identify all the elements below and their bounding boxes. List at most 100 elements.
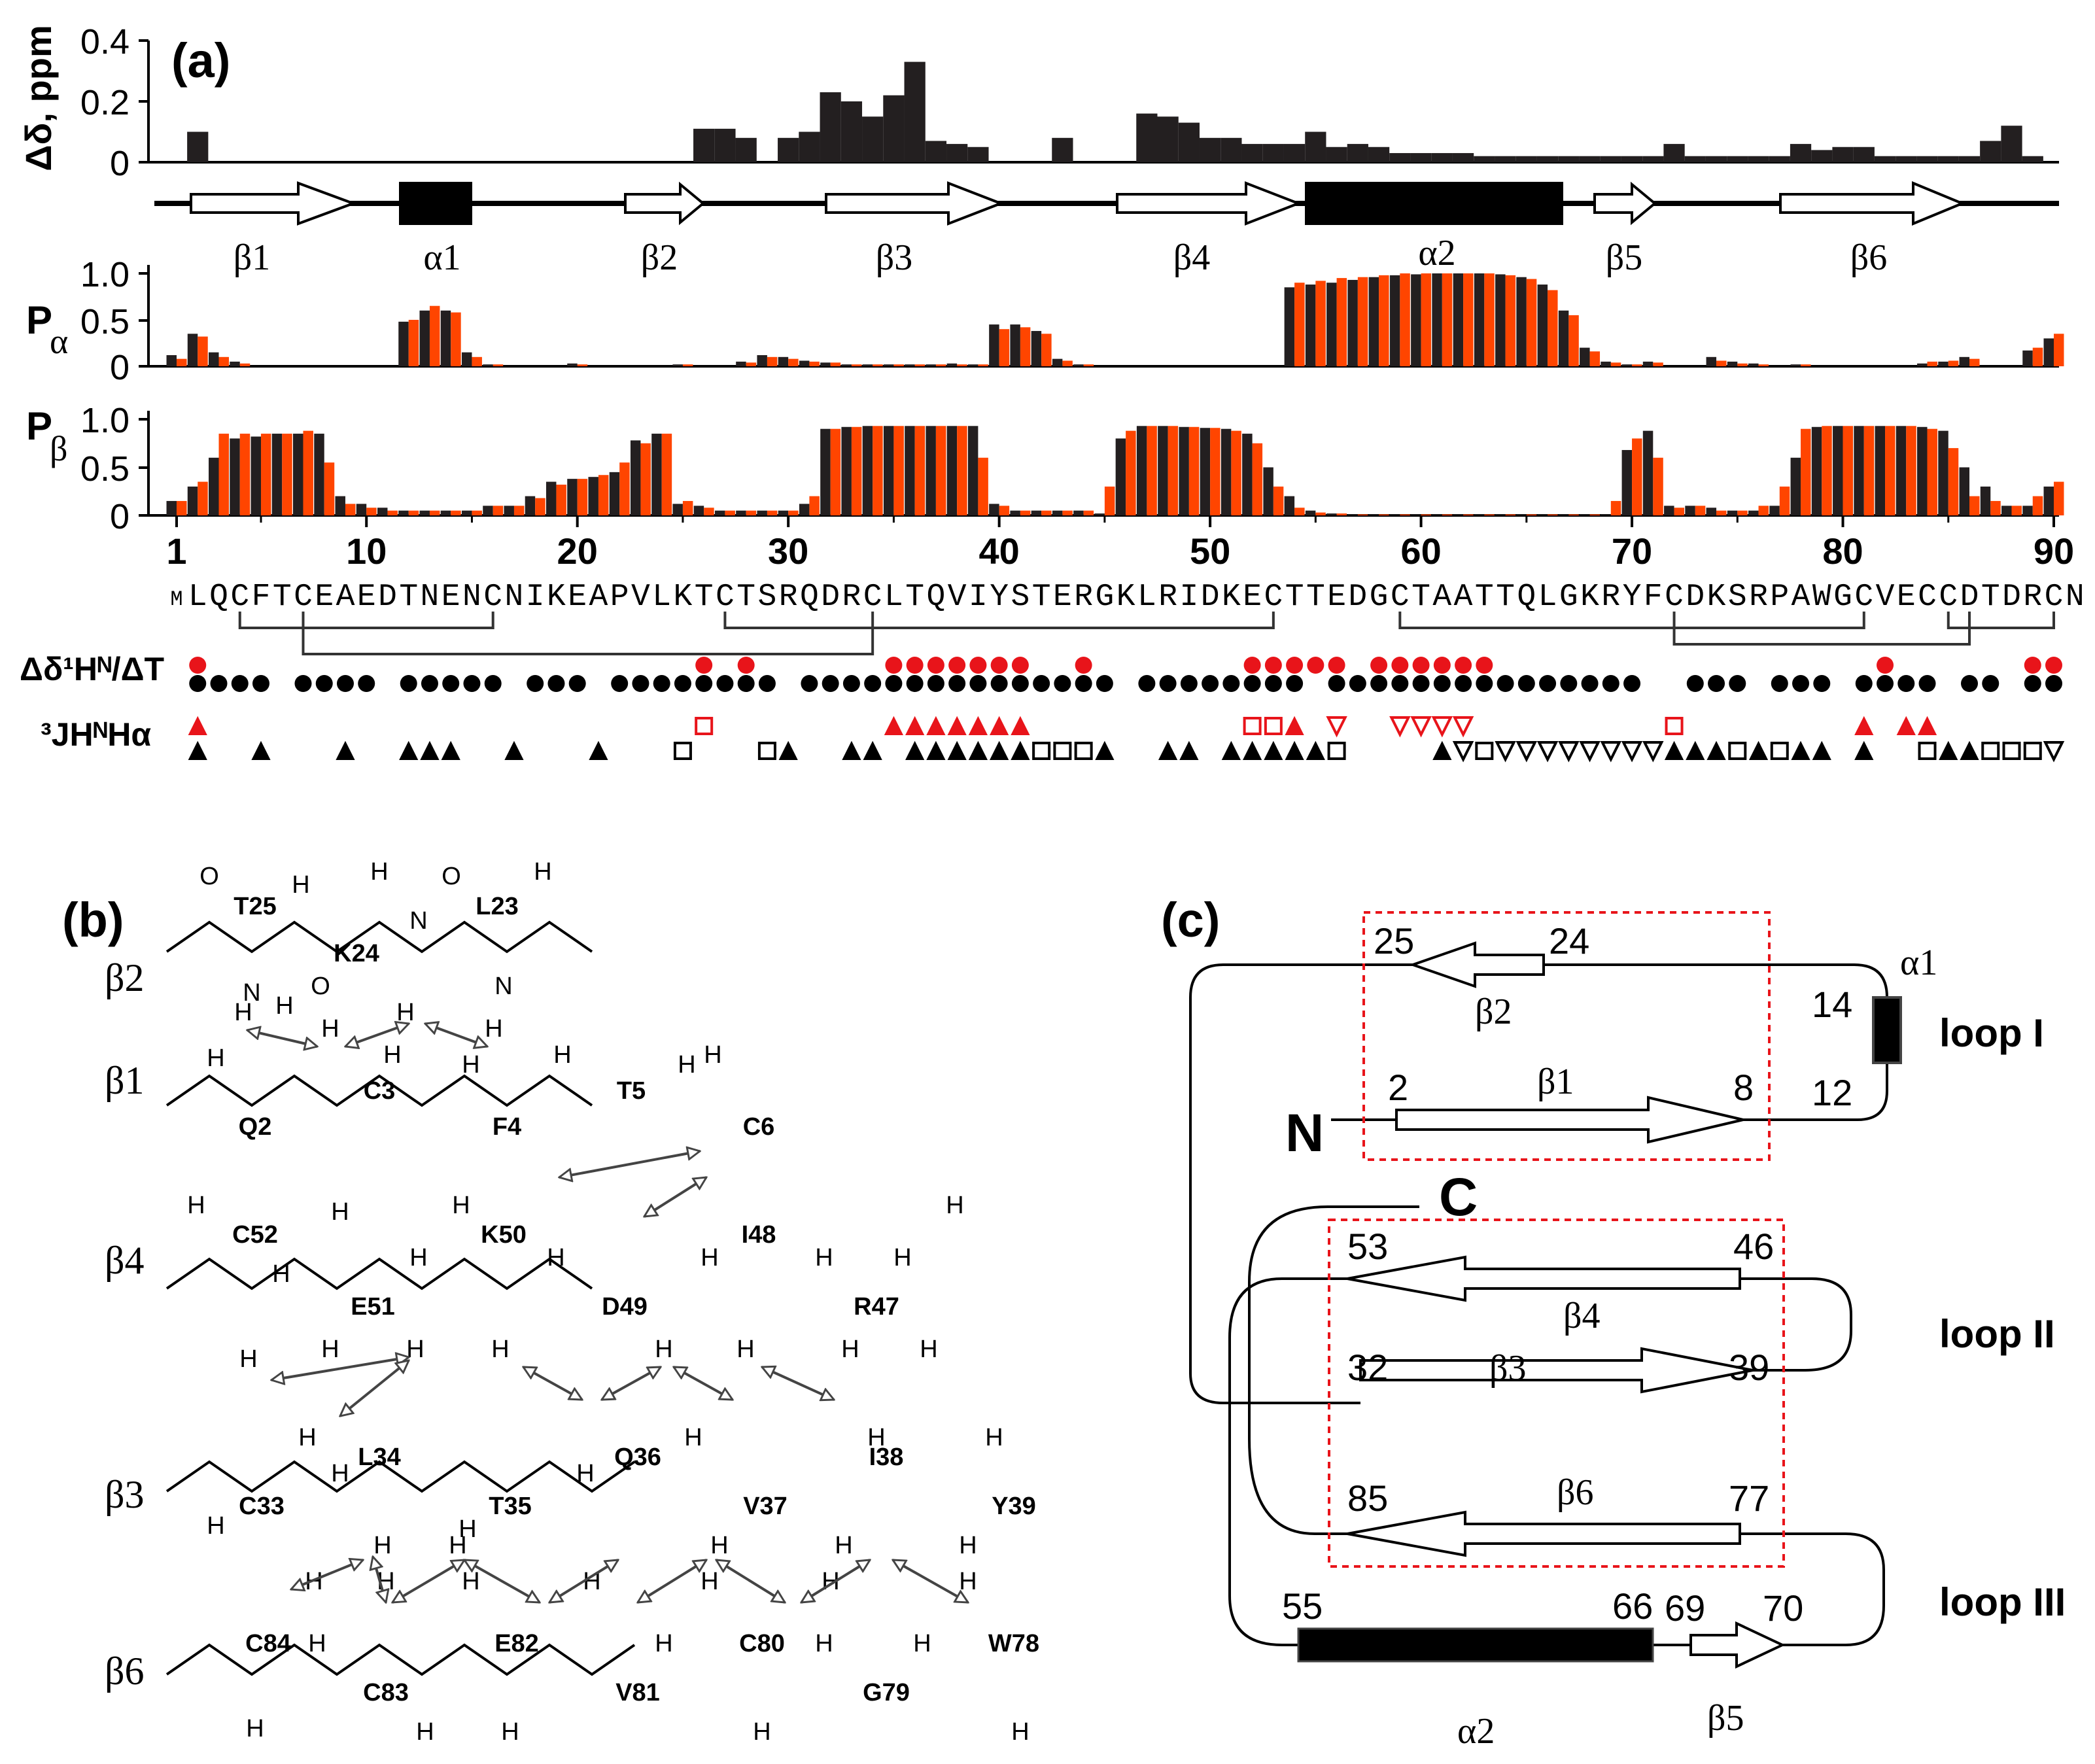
atom-H: H: [370, 858, 388, 886]
sequence-residue: Y: [990, 579, 1009, 615]
residue-label-T35: T35: [489, 1493, 531, 1520]
j-symbol-red: [926, 716, 946, 735]
temp-dot-black: [1054, 675, 1071, 692]
sequence-residue: K: [547, 579, 566, 615]
p-bar-orange: [1906, 426, 1916, 515]
delta-bar: [1853, 147, 1875, 162]
temp-dot-black: [885, 675, 903, 692]
p-bar-orange: [1927, 361, 1937, 366]
p-bar-black: [1833, 426, 1843, 515]
sequence-residue: C: [1391, 579, 1410, 615]
j-symbol-black: [1812, 740, 1831, 760]
residue-label-C80: C80: [739, 1630, 785, 1657]
sequence-residue: F: [1644, 579, 1663, 615]
delta-bar: [1769, 156, 1790, 162]
temp-dot-black: [1729, 675, 1746, 692]
p-bar-orange: [218, 356, 229, 366]
p-bar-black: [1031, 331, 1042, 366]
sequence-residue: A: [1792, 579, 1810, 615]
temp-dot-black: [1897, 675, 1915, 692]
atom-H: H: [308, 1630, 326, 1657]
sequence-residue: G: [1370, 579, 1389, 615]
j-symbol-red: [1896, 716, 1916, 735]
p-bar-black: [1052, 510, 1063, 515]
p-bar-orange: [1610, 500, 1621, 515]
j-symbol-black: [1748, 740, 1769, 760]
p-bar-black: [1432, 273, 1442, 366]
p-bar-black: [1938, 361, 1948, 366]
sequence-residue: M: [170, 587, 182, 612]
delta-bar: [1431, 153, 1453, 162]
noe-arrow: [392, 1559, 464, 1604]
sequence-residue: E: [1053, 579, 1072, 615]
p-bar-orange: [1231, 430, 1241, 515]
p-bar-orange: [1421, 273, 1432, 366]
j-symbol-black: [1515, 741, 1538, 763]
backbone-b6: [165, 1643, 636, 1676]
p-bar-orange: [451, 510, 461, 515]
j-symbol-red: [1917, 716, 1937, 735]
temp-dot-black: [1476, 675, 1493, 692]
sequence-residue: A: [336, 579, 355, 615]
j-symbol-black: [905, 740, 925, 760]
j-symbol-black: [420, 740, 440, 760]
atom-H: H: [234, 999, 252, 1026]
topo-b6-label: β6: [1557, 1472, 1594, 1513]
p-bar-black: [778, 510, 789, 515]
p-bar-orange: [873, 364, 883, 366]
noe-arrows: [247, 1024, 968, 1602]
p-bar-orange: [598, 475, 609, 515]
p-bar-orange: [1357, 277, 1368, 366]
temp-dot-red: [2045, 657, 2062, 674]
p-bar-orange: [661, 434, 672, 515]
p-bar-black: [1073, 510, 1084, 515]
sequence-residue: A: [1432, 579, 1451, 615]
p-bar-orange: [1548, 290, 1558, 366]
residue-label-C83: C83: [363, 1679, 409, 1706]
p-bar-black: [672, 364, 683, 366]
p-bar-orange: [1315, 512, 1326, 515]
j-symbol-red: [1431, 716, 1453, 738]
sequence-residue: N: [462, 579, 481, 615]
p-bar-black: [461, 352, 472, 366]
p-bar-black: [1221, 428, 1232, 515]
p-bar-black: [1326, 283, 1337, 366]
ss-label-beta3: β3: [876, 237, 913, 278]
residue-tick-label: 50: [1190, 530, 1230, 572]
p-bar-black: [736, 361, 746, 366]
p-bar-orange: [198, 336, 208, 366]
topo-alpha1-box: [1872, 996, 1902, 1064]
sequence-residue: D: [1686, 579, 1705, 615]
p-bar-black: [1748, 363, 1759, 366]
j-symbol-black: [336, 740, 355, 760]
atom-H: H: [710, 1532, 728, 1559]
temp-dot-black: [442, 675, 460, 692]
temp-dot-black: [801, 675, 818, 692]
temp-dot-black: [1391, 675, 1409, 692]
disulfide-bonds: [238, 612, 2055, 655]
p-bar-orange: [873, 426, 883, 515]
p-bar-orange: [1505, 275, 1516, 366]
loop-b2-to-b3: [1189, 963, 1413, 1404]
sequence-residue: F: [252, 579, 271, 615]
residue-tick-label: 70: [1612, 530, 1652, 572]
p-bar-black: [1621, 450, 1633, 515]
delta-bar: [820, 92, 841, 162]
p-bar-black: [946, 363, 958, 366]
j-symbol-black: [947, 740, 967, 760]
p-bar-black: [1179, 426, 1189, 515]
p-bar-orange: [493, 506, 504, 515]
j-symbol-black: [1032, 742, 1051, 760]
sequence-residue: C: [1264, 579, 1283, 615]
sequence-residue: C: [294, 579, 313, 615]
p-bar-orange: [1801, 428, 1811, 515]
p-bar-black: [251, 436, 261, 515]
j-symbol-black: [1452, 741, 1474, 763]
temp-dot-red: [1877, 657, 1894, 674]
delta-bars: [187, 61, 2043, 162]
sequence-residue: K: [1707, 579, 1726, 615]
p-bar-orange: [408, 320, 419, 366]
temp-dot-black: [1961, 675, 1979, 692]
j-symbol-red: [1410, 716, 1432, 738]
j-symbol-black: [589, 740, 608, 760]
